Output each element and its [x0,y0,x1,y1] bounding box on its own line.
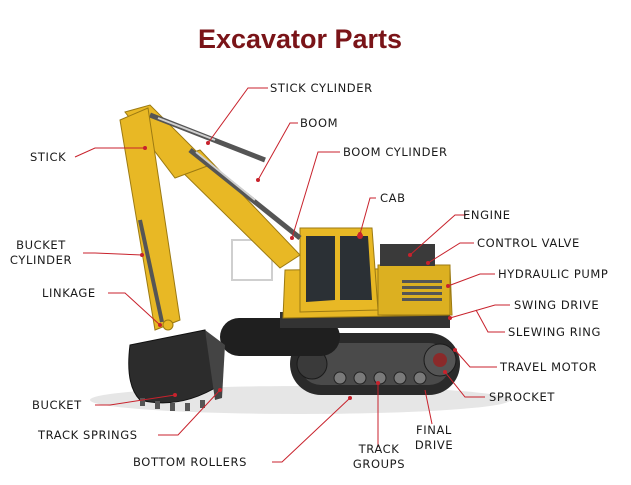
label-sprocket: SPROCKET [489,390,555,404]
cab-body [299,227,379,313]
label-bottom-rollers: BOTTOM ROLLERS [133,455,248,469]
label-track-groups: TRACK GROUPS [344,442,414,472]
label-track-groups-line2: GROUPS [352,457,406,471]
label-travel-motor: TRAVEL MOTOR [500,360,598,374]
label-bucket-cylinder: BUCKET CYLINDER [2,238,80,268]
leader-lines [74,87,510,463]
label-swing-drive: SWING DRIVE [514,298,600,312]
bucket-shape [128,319,225,411]
label-bucket-cylinder-line2: CYLINDER [9,253,73,267]
page-title: Excavator Parts [197,24,403,54]
label-stick-cylinder: STICK CYLINDER [270,81,373,95]
stick-arm [119,107,181,331]
label-bucket-cylinder-line1: BUCKET [16,238,66,252]
label-linkage: LINKAGE [42,286,96,300]
label-control-valve: CONTROL VALVE [477,236,580,250]
label-final-drive: FINAL DRIVE [414,423,454,453]
leader-dots [140,141,457,400]
label-track-springs: TRACK SPRINGS [38,428,138,442]
track-assembly [220,318,460,395]
label-track-groups-line1: TRACK [358,442,400,456]
label-cab: CAB [380,191,406,205]
label-stick: STICK [30,150,67,164]
label-engine: ENGINE [463,208,511,222]
label-boom: BOOM [300,116,339,130]
label-final-drive-line2: DRIVE [414,438,454,452]
label-boom-cylinder: BOOM CYLINDER [343,145,448,159]
label-slewing-ring: SLEWING RING [508,325,602,339]
label-bucket: BUCKET [32,398,82,412]
label-final-drive-line1: FINAL [416,423,452,437]
label-hydraulic-pump: HYDRAULIC PUMP [498,267,609,281]
